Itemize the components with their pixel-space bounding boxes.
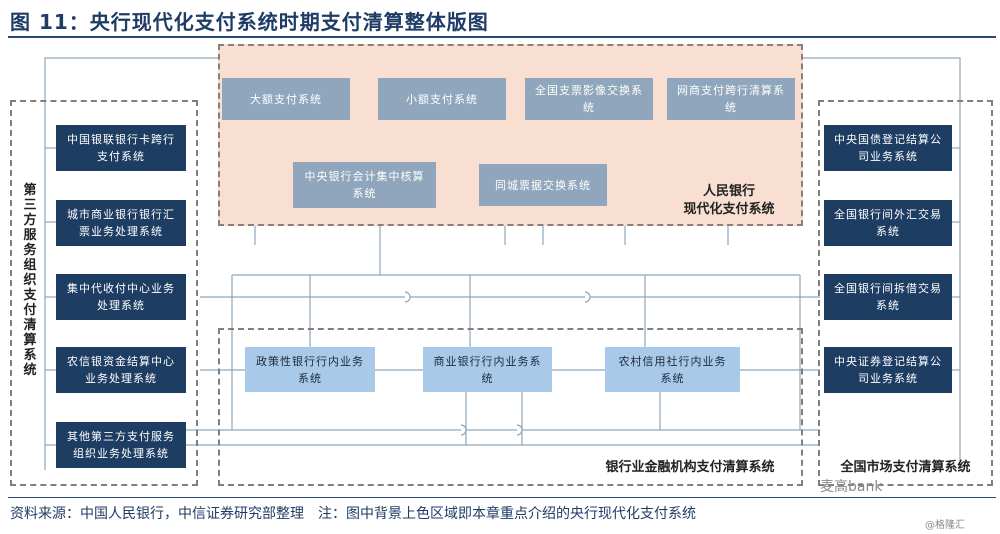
beps-box: 小额支付系统 — [378, 78, 506, 120]
online-payment-box: 网商支付跨行清算系统 — [667, 78, 795, 120]
unionpay-system-box: 中国银联银行卡跨行支付系统 — [56, 125, 186, 171]
ccdc-box: 中央国债登记结算公司业务系统 — [824, 125, 952, 171]
third-party-region — [10, 100, 198, 486]
interbank-lending-box: 全国银行间拆借交易系统 — [824, 274, 952, 320]
source-note: 资料来源：中国人民银行，中信证券研究部整理 注：图中背景上色区域即本章重点介绍的… — [10, 506, 696, 522]
other-third-party-box: 其他第三方支付服务组织业务处理系统 — [56, 422, 186, 468]
watermark-small: @格隆汇 — [925, 520, 965, 531]
pboc-label-line2: 现代化支付系统 — [683, 202, 775, 217]
figure-title: 图 11：央行现代化支付系统时期支付清算整体版图 — [10, 10, 489, 34]
city-bank-draft-system-box: 城市商业银行银行汇票业务处理系统 — [56, 200, 186, 246]
hvps-box: 大额支付系统 — [222, 78, 350, 120]
rural-credit-coop-box: 农村信用社行内业务系统 — [605, 347, 740, 392]
footer-rule — [8, 497, 996, 498]
policy-bank-box: 政策性银行行内业务系统 — [245, 347, 375, 392]
market-label: 全国市场支付清算系统 — [840, 460, 971, 475]
market-region — [818, 100, 993, 486]
local-clearing-box: 同城票据交换系统 — [479, 164, 607, 206]
third-party-label: 第三方服务组织支付清算系统 — [23, 183, 37, 378]
commercial-bank-box: 商业银行行内业务系统 — [423, 347, 552, 392]
fx-trading-box: 全国银行间外汇交易系统 — [824, 200, 952, 246]
csdc-box: 中央证券登记结算公司业务系统 — [824, 347, 952, 393]
pboc-label: 人民银行 现代化支付系统 — [664, 183, 794, 219]
pboc-label-line1: 人民银行 — [702, 184, 755, 199]
rural-credit-settlement-box: 农信银资金结算中心业务处理系统 — [56, 347, 186, 393]
banking-label: 银行业金融机构支付清算系统 — [605, 460, 775, 475]
central-accounting-box: 中央银行会计集中核算系统 — [293, 162, 436, 208]
title-rule — [8, 36, 996, 38]
banking-region — [218, 328, 803, 486]
collection-payment-center-box: 集中代收付中心业务处理系统 — [56, 274, 186, 320]
watermark: 麦高bank — [820, 479, 883, 495]
cheque-image-box: 全国支票影像交换系统 — [525, 78, 653, 120]
